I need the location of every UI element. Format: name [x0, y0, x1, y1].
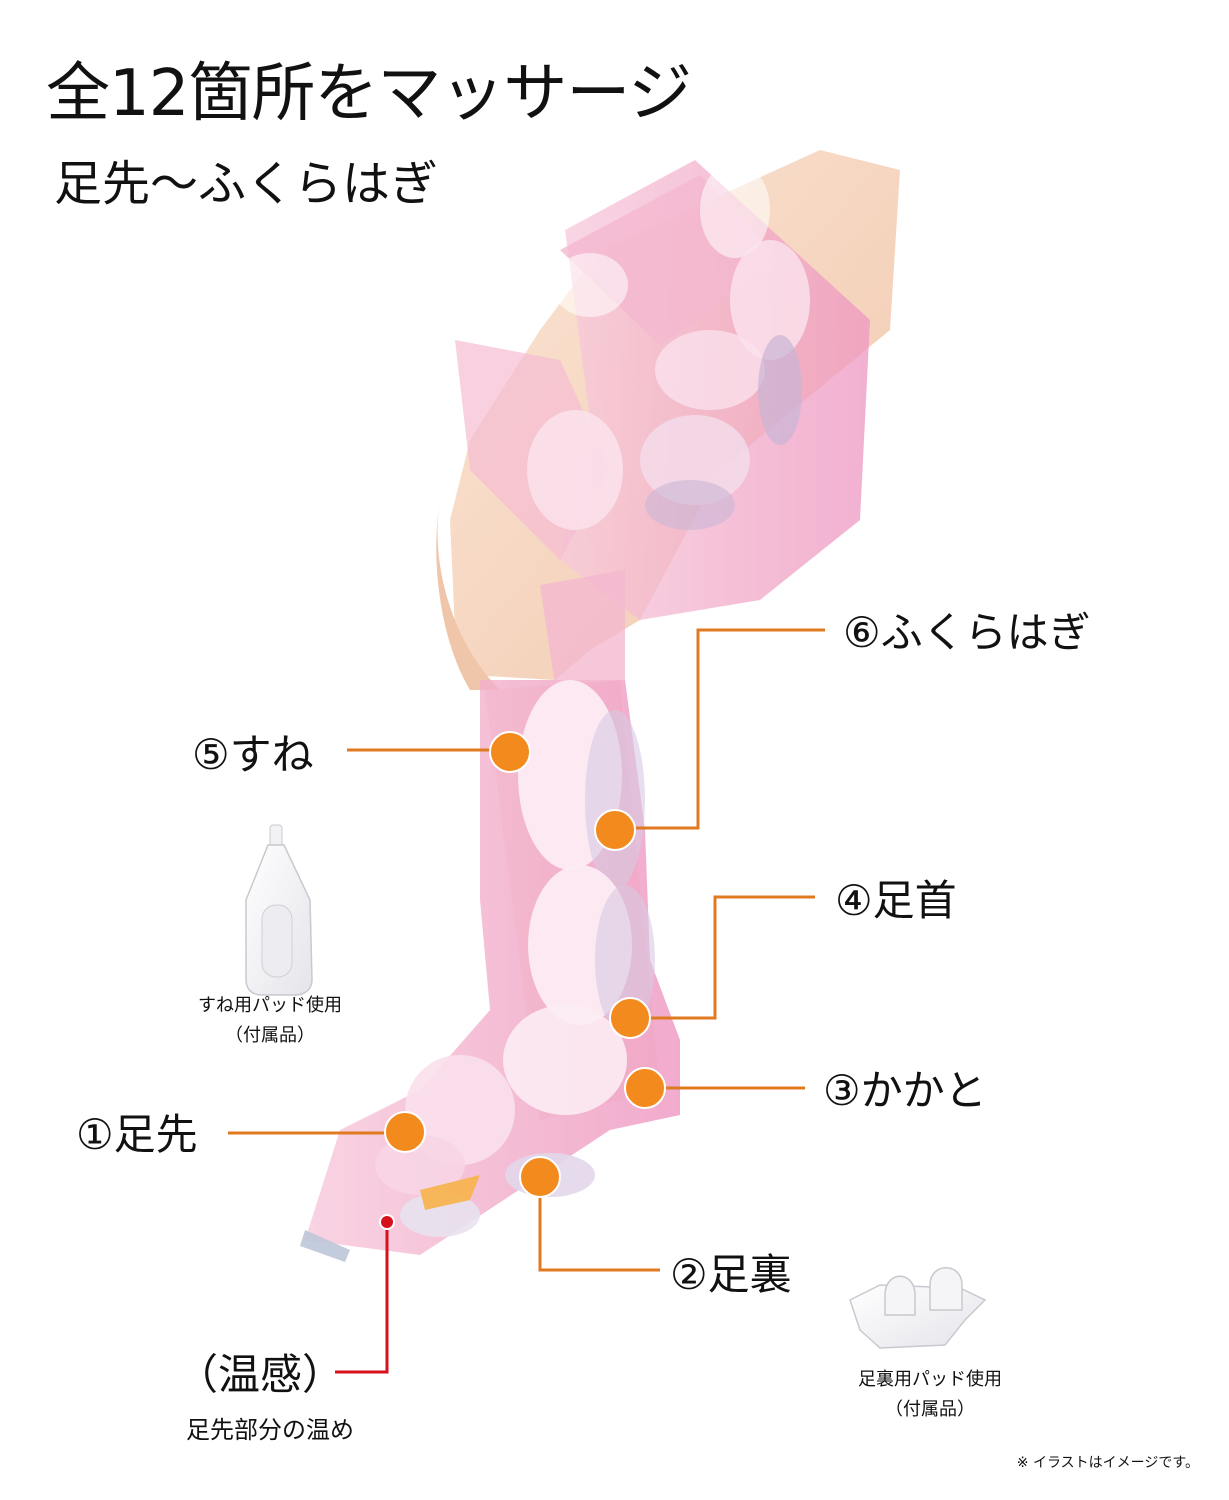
label-calf: ⑥ふくらはぎ [843, 608, 1091, 657]
marker-shin [489, 731, 531, 773]
sole-pad-caption-line1: 足裏用パッド使用 [858, 1369, 1002, 1390]
label-toe: ①足先 [76, 1110, 198, 1159]
marker-toe [384, 1111, 426, 1153]
warm-description: 足先部分の温め [186, 1416, 354, 1444]
shin-pad-caption-line2: （付属品） [225, 1025, 315, 1046]
leader-lines [228, 628, 825, 1272]
label-shin: ⑤すね [192, 730, 314, 779]
marker-warm [379, 1214, 395, 1230]
thigh-sleeve [455, 160, 870, 620]
label-ankle: ④足首 [835, 876, 957, 925]
marker-ankle [609, 997, 651, 1039]
shin-pad-caption-line1: すね用パッド使用 [198, 995, 342, 1016]
leader-sole [538, 1185, 660, 1272]
massage-markers [384, 731, 666, 1198]
page-title: 全12箇所をマッサージ [46, 57, 692, 131]
leader-ankle [627, 895, 815, 1020]
page-subtitle: 足先〜ふくらはぎ [54, 156, 439, 212]
warm-title: （温感） [176, 1350, 345, 1399]
label-heel: ③かかと [823, 1066, 987, 1115]
leader-calf [610, 628, 825, 830]
marker-sole [519, 1156, 561, 1198]
shin-pad-image [245, 824, 313, 996]
marker-heel [624, 1067, 666, 1109]
sole-pad-caption: 足裏用パッド使用 （付属品） [830, 1365, 1030, 1425]
label-sole: ②足裏 [670, 1250, 792, 1299]
illustration-note: ※ イラストはイメージです。 [1016, 1455, 1199, 1471]
shin-pad-caption: すね用パッド使用 （付属品） [170, 991, 370, 1051]
sole-pad-image [849, 1267, 987, 1349]
marker-calf [594, 809, 636, 851]
leader-warm [335, 1222, 389, 1374]
sole-pad-caption-line2: （付属品） [885, 1399, 975, 1420]
